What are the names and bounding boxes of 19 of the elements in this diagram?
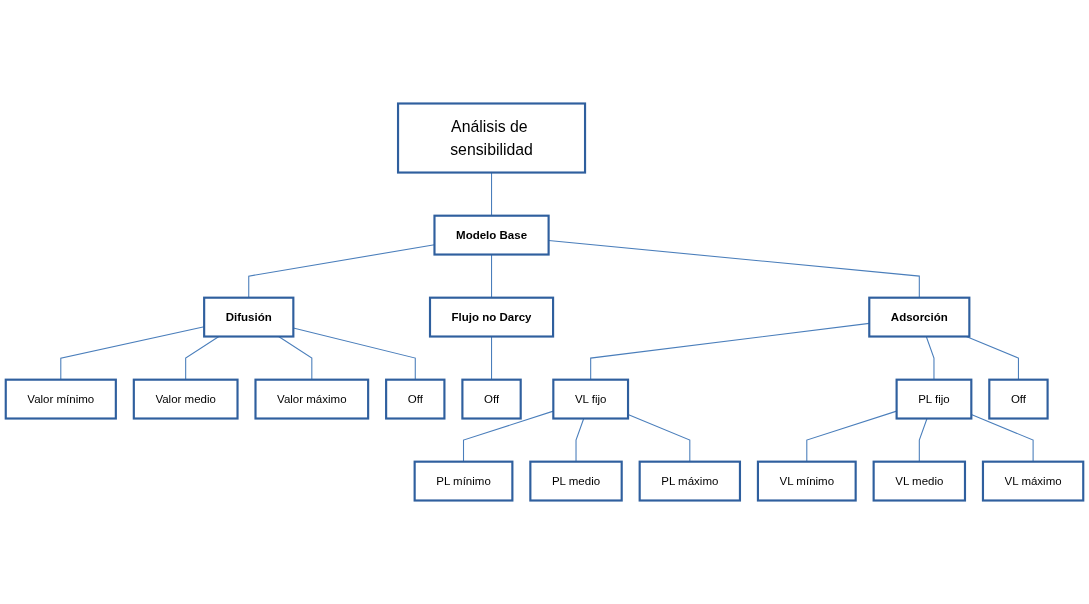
node-box: VL fijo — [552, 378, 630, 420]
node-box: Difusión — [203, 296, 295, 338]
node-box: Valor máximo — [254, 378, 370, 420]
node-box: Valor medio — [132, 378, 239, 420]
node-box: Off — [385, 378, 446, 420]
node-box: PL mínimo — [413, 460, 514, 502]
node-box: PL medio — [529, 460, 623, 502]
node-box: Off — [988, 378, 1049, 420]
node-box: Off — [461, 378, 522, 420]
node-box: PL fijo — [895, 378, 973, 420]
node-box: VL mínimo — [756, 460, 857, 502]
node-box: Flujo no Darcy — [428, 296, 555, 338]
node-box: VL máximo — [981, 460, 1085, 502]
node-box: Valor mínimo — [4, 378, 117, 420]
node-box: Adsorción — [868, 296, 971, 338]
node-box: Modelo Base — [433, 214, 550, 256]
node-box: PL máximo — [638, 460, 742, 502]
node-box: Análisis de sensibilidad — [396, 102, 587, 174]
node-box: VL medio — [872, 460, 967, 502]
